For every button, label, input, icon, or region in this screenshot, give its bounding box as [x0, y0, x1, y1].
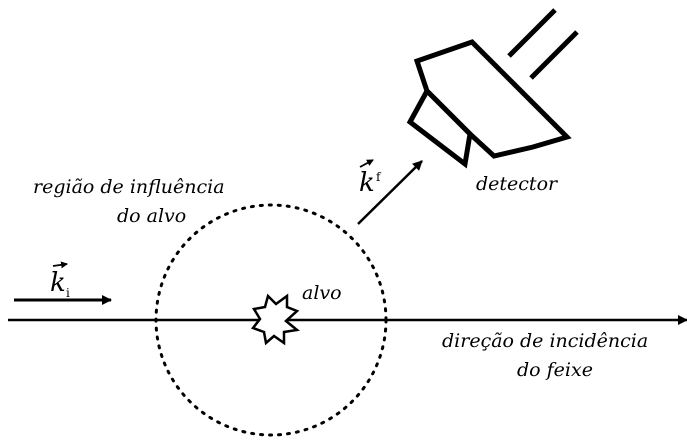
target-label: alvo [302, 282, 342, 304]
target-burst [250, 293, 300, 346]
region-label-line2: do alvo [117, 205, 186, 227]
vector-arrow-icon [52, 261, 68, 269]
direction-label-line1: direção de incidência [442, 330, 648, 352]
scattered-vector-label: k f [359, 159, 382, 198]
incident-vector-label: k i [50, 261, 70, 300]
kf-subscript: f [376, 170, 382, 184]
detector-label: detector [476, 173, 559, 195]
region-label-line1: região de influência [33, 176, 225, 198]
scattered-vector-arrow [357, 160, 423, 225]
vector-arrow-icon [359, 159, 374, 168]
direction-label-line2: do feixe [517, 359, 593, 381]
kf-symbol: k [359, 168, 375, 198]
detector-icon [406, 8, 579, 169]
ki-symbol: k [50, 268, 66, 298]
ki-subscript: i [66, 286, 70, 300]
